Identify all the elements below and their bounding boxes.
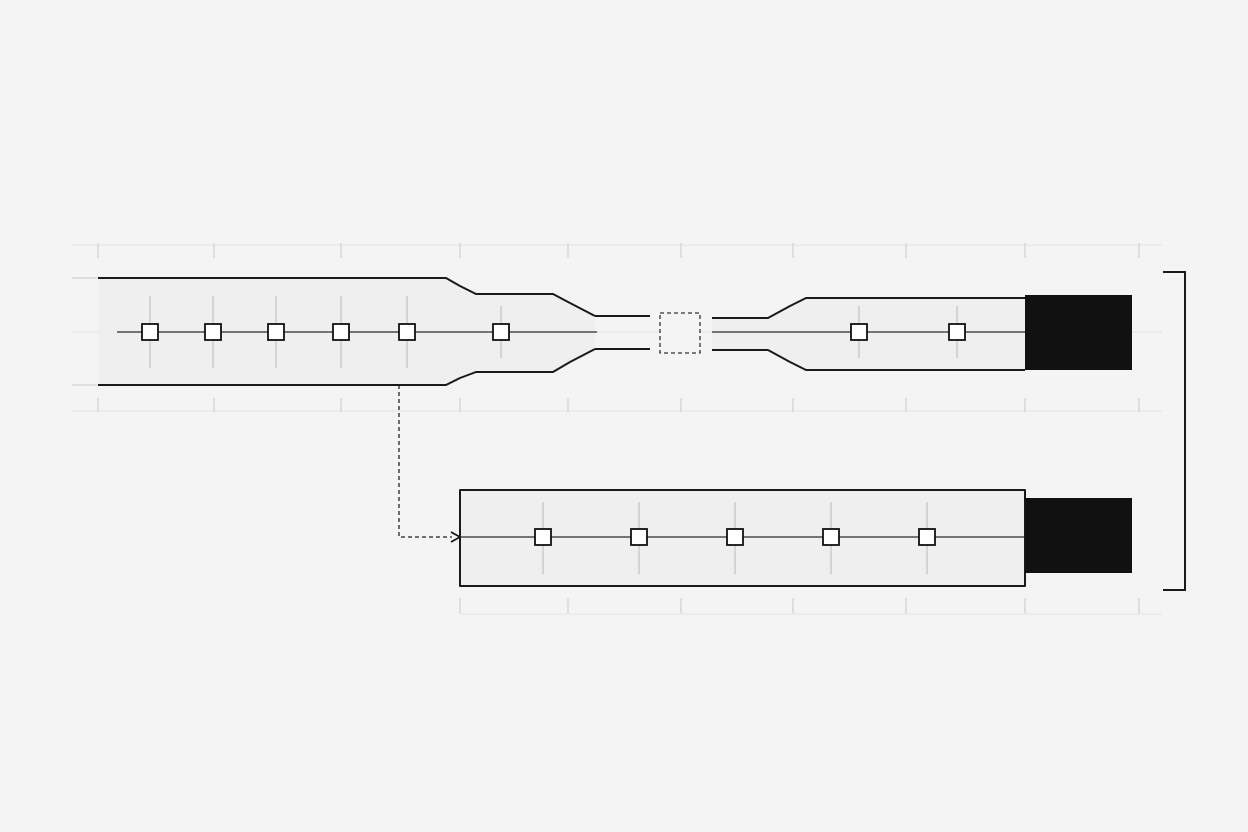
top-node-7 — [850, 323, 868, 341]
right-bracket — [1163, 271, 1186, 591]
top-lane-outline-lower — [98, 348, 596, 386]
top-lane-nodes — [141, 323, 966, 341]
top-node-3 — [267, 323, 285, 341]
top-node-6 — [492, 323, 510, 341]
bottom-node-4 — [822, 528, 840, 546]
top-node-1 — [141, 323, 159, 341]
dashed-link — [398, 385, 452, 538]
bottom-terminal-block — [1025, 498, 1132, 573]
gap-marker — [659, 312, 701, 354]
bottom-node-5 — [918, 528, 936, 546]
arrow-head-icon — [450, 531, 462, 543]
top-lane-outline-upper — [98, 277, 596, 317]
bottom-lane-grid — [459, 598, 1162, 615]
top-lane-neck-upper-right — [712, 297, 1025, 319]
dashed-connector — [398, 385, 462, 543]
top-node-5 — [398, 323, 416, 341]
top-lane — [98, 277, 1132, 386]
bottom-lane — [459, 489, 1132, 587]
top-lane-right-fill — [712, 298, 1025, 370]
top-node-2 — [204, 323, 222, 341]
bottom-lane-nodes — [534, 528, 936, 546]
bottom-node-1 — [534, 528, 552, 546]
top-node-4 — [332, 323, 350, 341]
bottom-node-2 — [630, 528, 648, 546]
top-lane-neck-lower-right — [712, 349, 1025, 371]
top-node-8 — [948, 323, 966, 341]
bottom-node-3 — [726, 528, 744, 546]
top-terminal-block — [1025, 295, 1132, 370]
